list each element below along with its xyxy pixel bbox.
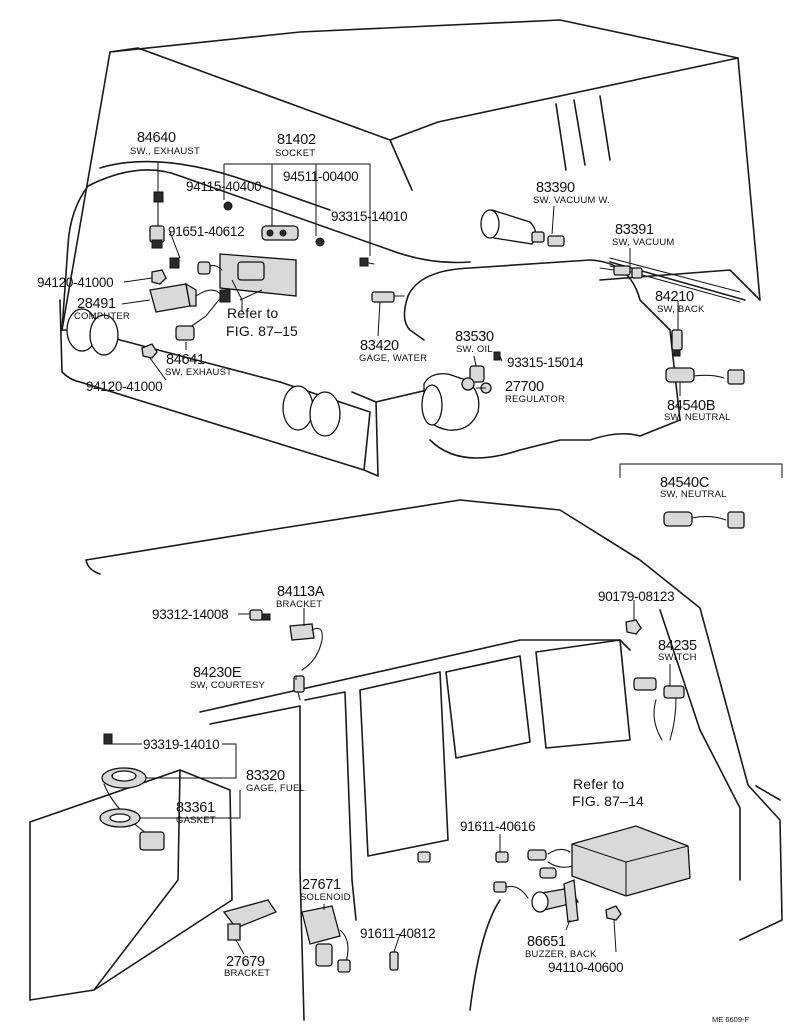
label-84540B-desc: SW, NEUTRAL [664, 412, 731, 423]
label-83391-number: 83391 [615, 222, 654, 238]
label-81402-number: 81402 [277, 132, 316, 148]
label-94115-40400: 94115-40400 [186, 179, 261, 194]
label-81402-desc: SOCKET [275, 148, 315, 159]
label-ref-87-14-line1: Refer to [573, 776, 624, 792]
label-27679-number: 27679 [226, 954, 265, 970]
label-94110-40600: 94110-40600 [548, 960, 623, 975]
label-84230E-number: 84230E [193, 665, 242, 681]
label-94120-41000-top: 94120-41000 [37, 275, 113, 290]
label-93312-14008: 93312-14008 [152, 607, 228, 622]
callout-labels: 84640 SW., EXHAUST 81402 SOCKET 94115-40… [37, 130, 750, 1024]
parts-bottom [99, 609, 691, 973]
label-27671-desc: SOLENOID [300, 892, 351, 903]
label-28491-desc: COMPUTER [74, 311, 130, 322]
label-83320-desc: GAGE, FUEL [246, 783, 305, 794]
label-27700-number: 27700 [505, 379, 544, 395]
vehicle-front-outline [59, 19, 761, 477]
label-83420-desc: GAGE, WATER [359, 353, 427, 364]
label-84540C-number: 84540C [660, 475, 709, 491]
label-84540C-desc: SW, NEUTRAL [660, 489, 727, 500]
label-83530-number: 83530 [455, 329, 494, 345]
label-ref-87-15-line1: Refer to [227, 305, 278, 321]
label-83390-desc: SW. VACUUM W. [533, 195, 610, 206]
label-91611-40616: 91611-40616 [460, 819, 535, 834]
label-27700-desc: REGULATOR [505, 394, 565, 405]
label-93319-14010: 93319-14010 [143, 737, 219, 752]
label-84210-number: 84210 [655, 289, 694, 305]
label-84235-desc: SWITCH [658, 652, 697, 663]
label-93315-14010: 93315-14010 [331, 209, 407, 224]
label-94120-41000-bottom: 94120-41000 [86, 379, 162, 394]
label-83420-number: 83420 [360, 338, 399, 354]
leader-lines [112, 162, 681, 955]
label-83390-number: 83390 [536, 180, 575, 196]
label-84641-desc: SW, EXHAUST [165, 367, 232, 378]
label-84641-number: 84641 [166, 352, 205, 368]
label-93315-15014: 93315-15014 [507, 355, 584, 370]
label-84640-number: 84640 [137, 130, 176, 146]
label-27679-desc: BRACKET [224, 968, 270, 979]
label-86651-number: 86651 [527, 934, 566, 950]
label-ref-87-15-line2: FIG. 87–15 [226, 323, 298, 339]
label-83391-desc: SW, VACUUM [612, 237, 675, 248]
label-84640-desc: SW., EXHAUST [130, 146, 200, 157]
label-84540B-number: 84540B [667, 398, 715, 414]
label-90179-08123: 90179-08123 [598, 589, 674, 604]
diagram-code: ME 6609-F [712, 1015, 750, 1024]
label-86651-desc: BUZZER, BACK [525, 949, 597, 960]
label-27671-number: 27671 [302, 877, 341, 893]
label-83320-number: 83320 [246, 768, 285, 784]
label-84113A-desc: BRACKET [276, 599, 322, 610]
label-91651-40612: 91651-40612 [168, 224, 244, 239]
label-83361-desc: GASKET [176, 815, 216, 826]
parts-top [141, 191, 783, 529]
label-84230E-desc: SW, COURTESY [190, 680, 266, 691]
label-84113A-number: 84113A [277, 584, 325, 600]
label-83361-number: 83361 [176, 800, 215, 816]
label-84235-number: 84235 [658, 638, 697, 654]
label-ref-87-14-line2: FIG. 87–14 [572, 793, 644, 809]
label-91611-40812: 91611-40812 [360, 926, 435, 941]
label-84210-desc: SW, BACK [657, 304, 705, 315]
label-28491-number: 28491 [77, 296, 116, 312]
vehicle-rear-outline [29, 499, 783, 1021]
label-83530-desc: SW. OIL [456, 344, 493, 355]
label-94511-00400: 94511-00400 [283, 169, 358, 184]
